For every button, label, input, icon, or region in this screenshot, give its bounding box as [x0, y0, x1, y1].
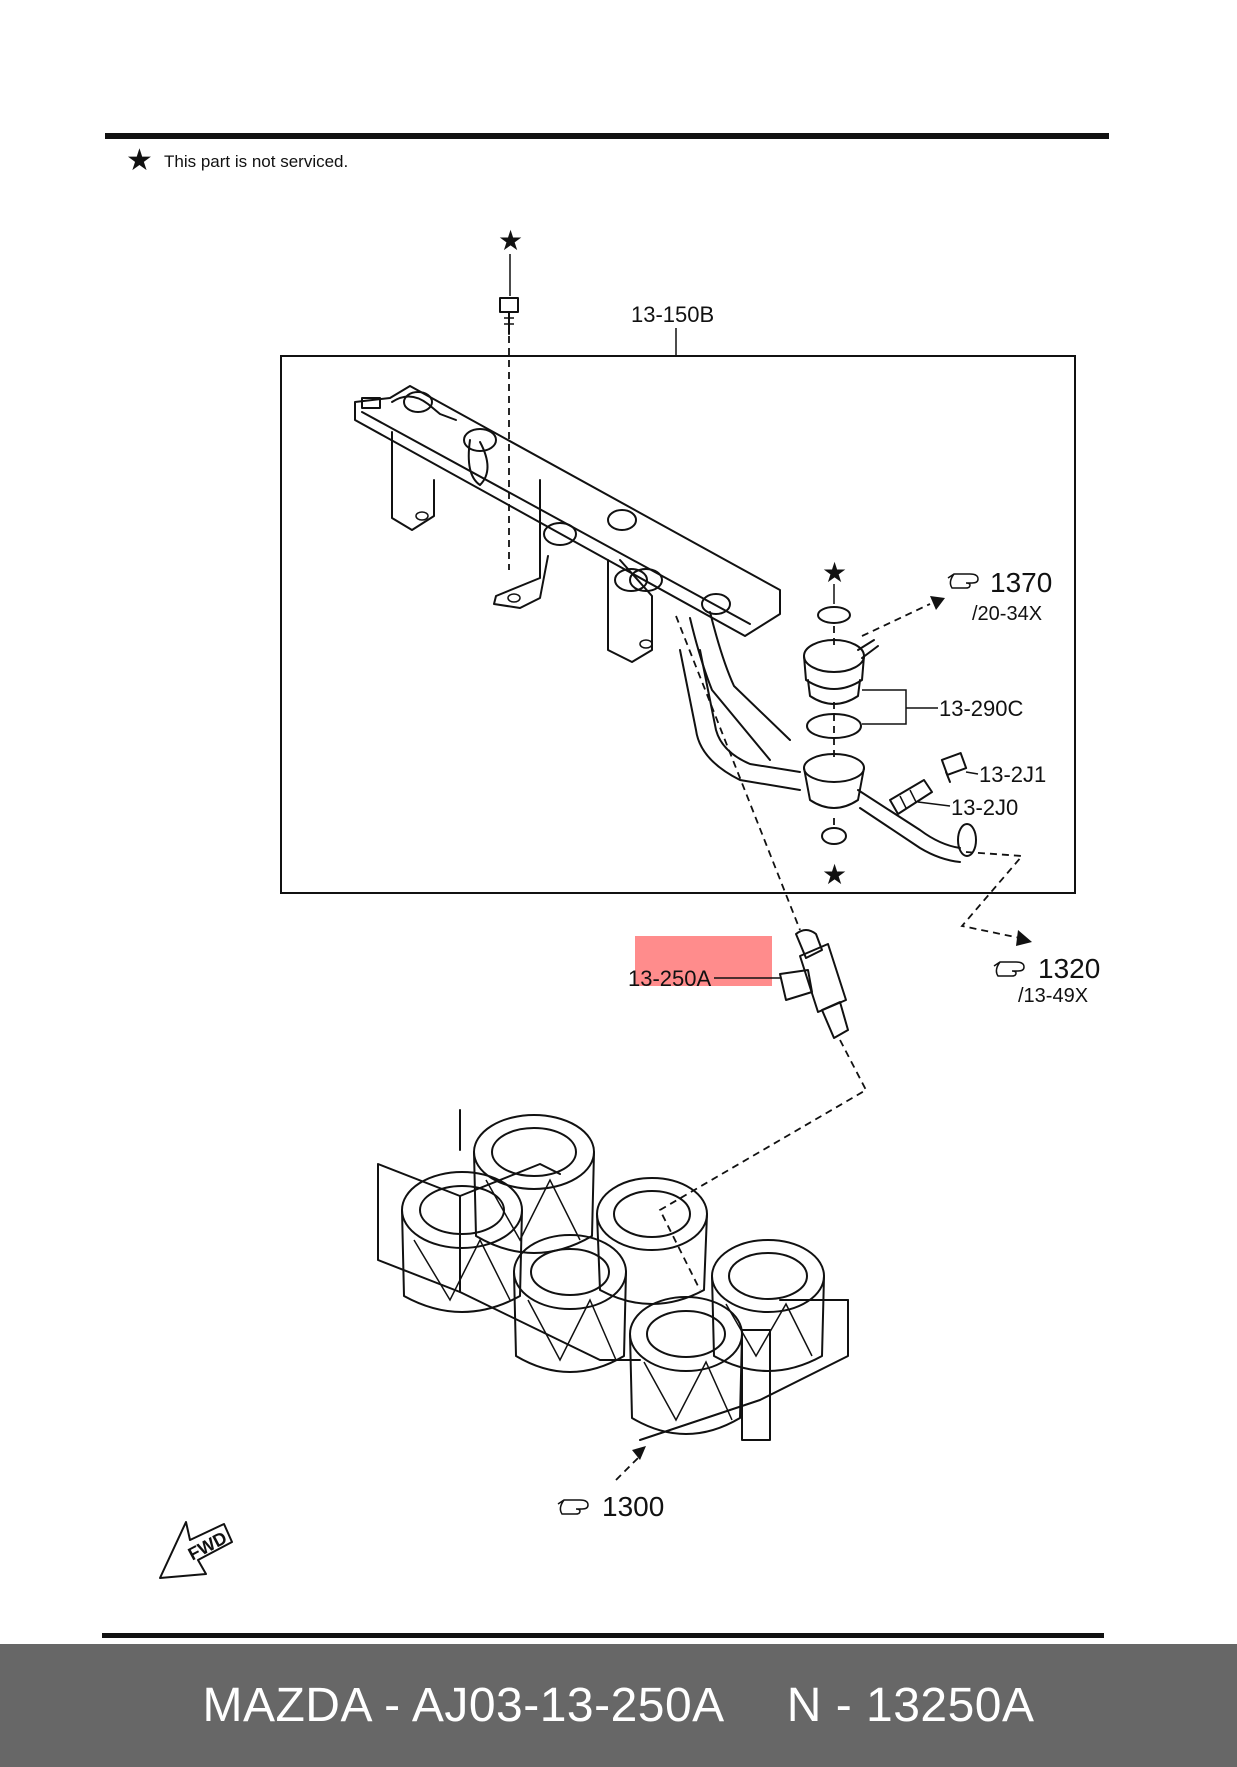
star-icon: ★	[822, 859, 847, 890]
fwd-arrow-icon: FWD	[159, 1521, 233, 1579]
o-ring-bottom	[821, 827, 847, 845]
assembly-frame	[280, 355, 1076, 894]
star-icon: ★	[822, 557, 847, 588]
pressure-regulator	[803, 639, 879, 705]
ref-1300-group: 1300	[602, 1491, 664, 1522]
intake-manifold	[377, 1109, 849, 1441]
ref-1370-page: /20-34X	[972, 603, 1042, 625]
brand-part-number: MAZDA - AJ03-13-250A	[202, 1679, 725, 1732]
ref-1370-group: 1370	[990, 567, 1052, 598]
regulator-housing	[803, 753, 977, 863]
parts-diagram: ★ This part is not serviced. ★ 13-150B	[102, 133, 1109, 1638]
legend-text: This part is not serviced.	[164, 152, 348, 171]
ref-1320-page: /13-49X	[1018, 985, 1088, 1007]
callout-13-150b: 13-150B	[631, 302, 714, 327]
bolt-icon	[499, 297, 519, 335]
callout-13-250a: 13-250A	[628, 966, 712, 991]
pointing-hand-icon	[993, 961, 1025, 977]
fuel-injector	[779, 929, 849, 1039]
top-rule	[105, 133, 1109, 139]
alt-part-number: N - 13250A	[786, 1679, 1035, 1732]
star-icon: ★	[498, 225, 523, 256]
callout-13-2j1: 13-2J1	[979, 762, 1046, 787]
pointing-hand-icon	[947, 573, 979, 589]
star-icon: ★	[126, 144, 153, 177]
callout-13-2j0: 13-2J0	[951, 795, 1018, 820]
pointing-hand-icon	[557, 1499, 589, 1515]
o-ring-upper	[817, 606, 851, 624]
fitting-13-2j1	[940, 752, 968, 783]
fwd-label: FWD	[185, 1528, 231, 1565]
fitting-13-2j0	[889, 779, 933, 815]
callout-13-290c: 13-290C	[939, 696, 1024, 721]
bottom-rule	[102, 1633, 1104, 1638]
fuel-rail	[354, 385, 801, 791]
footer-bar: MAZDA - AJ03-13-250A N - 13250A	[0, 1644, 1237, 1767]
ref-1320-group: 1320	[1038, 953, 1100, 984]
